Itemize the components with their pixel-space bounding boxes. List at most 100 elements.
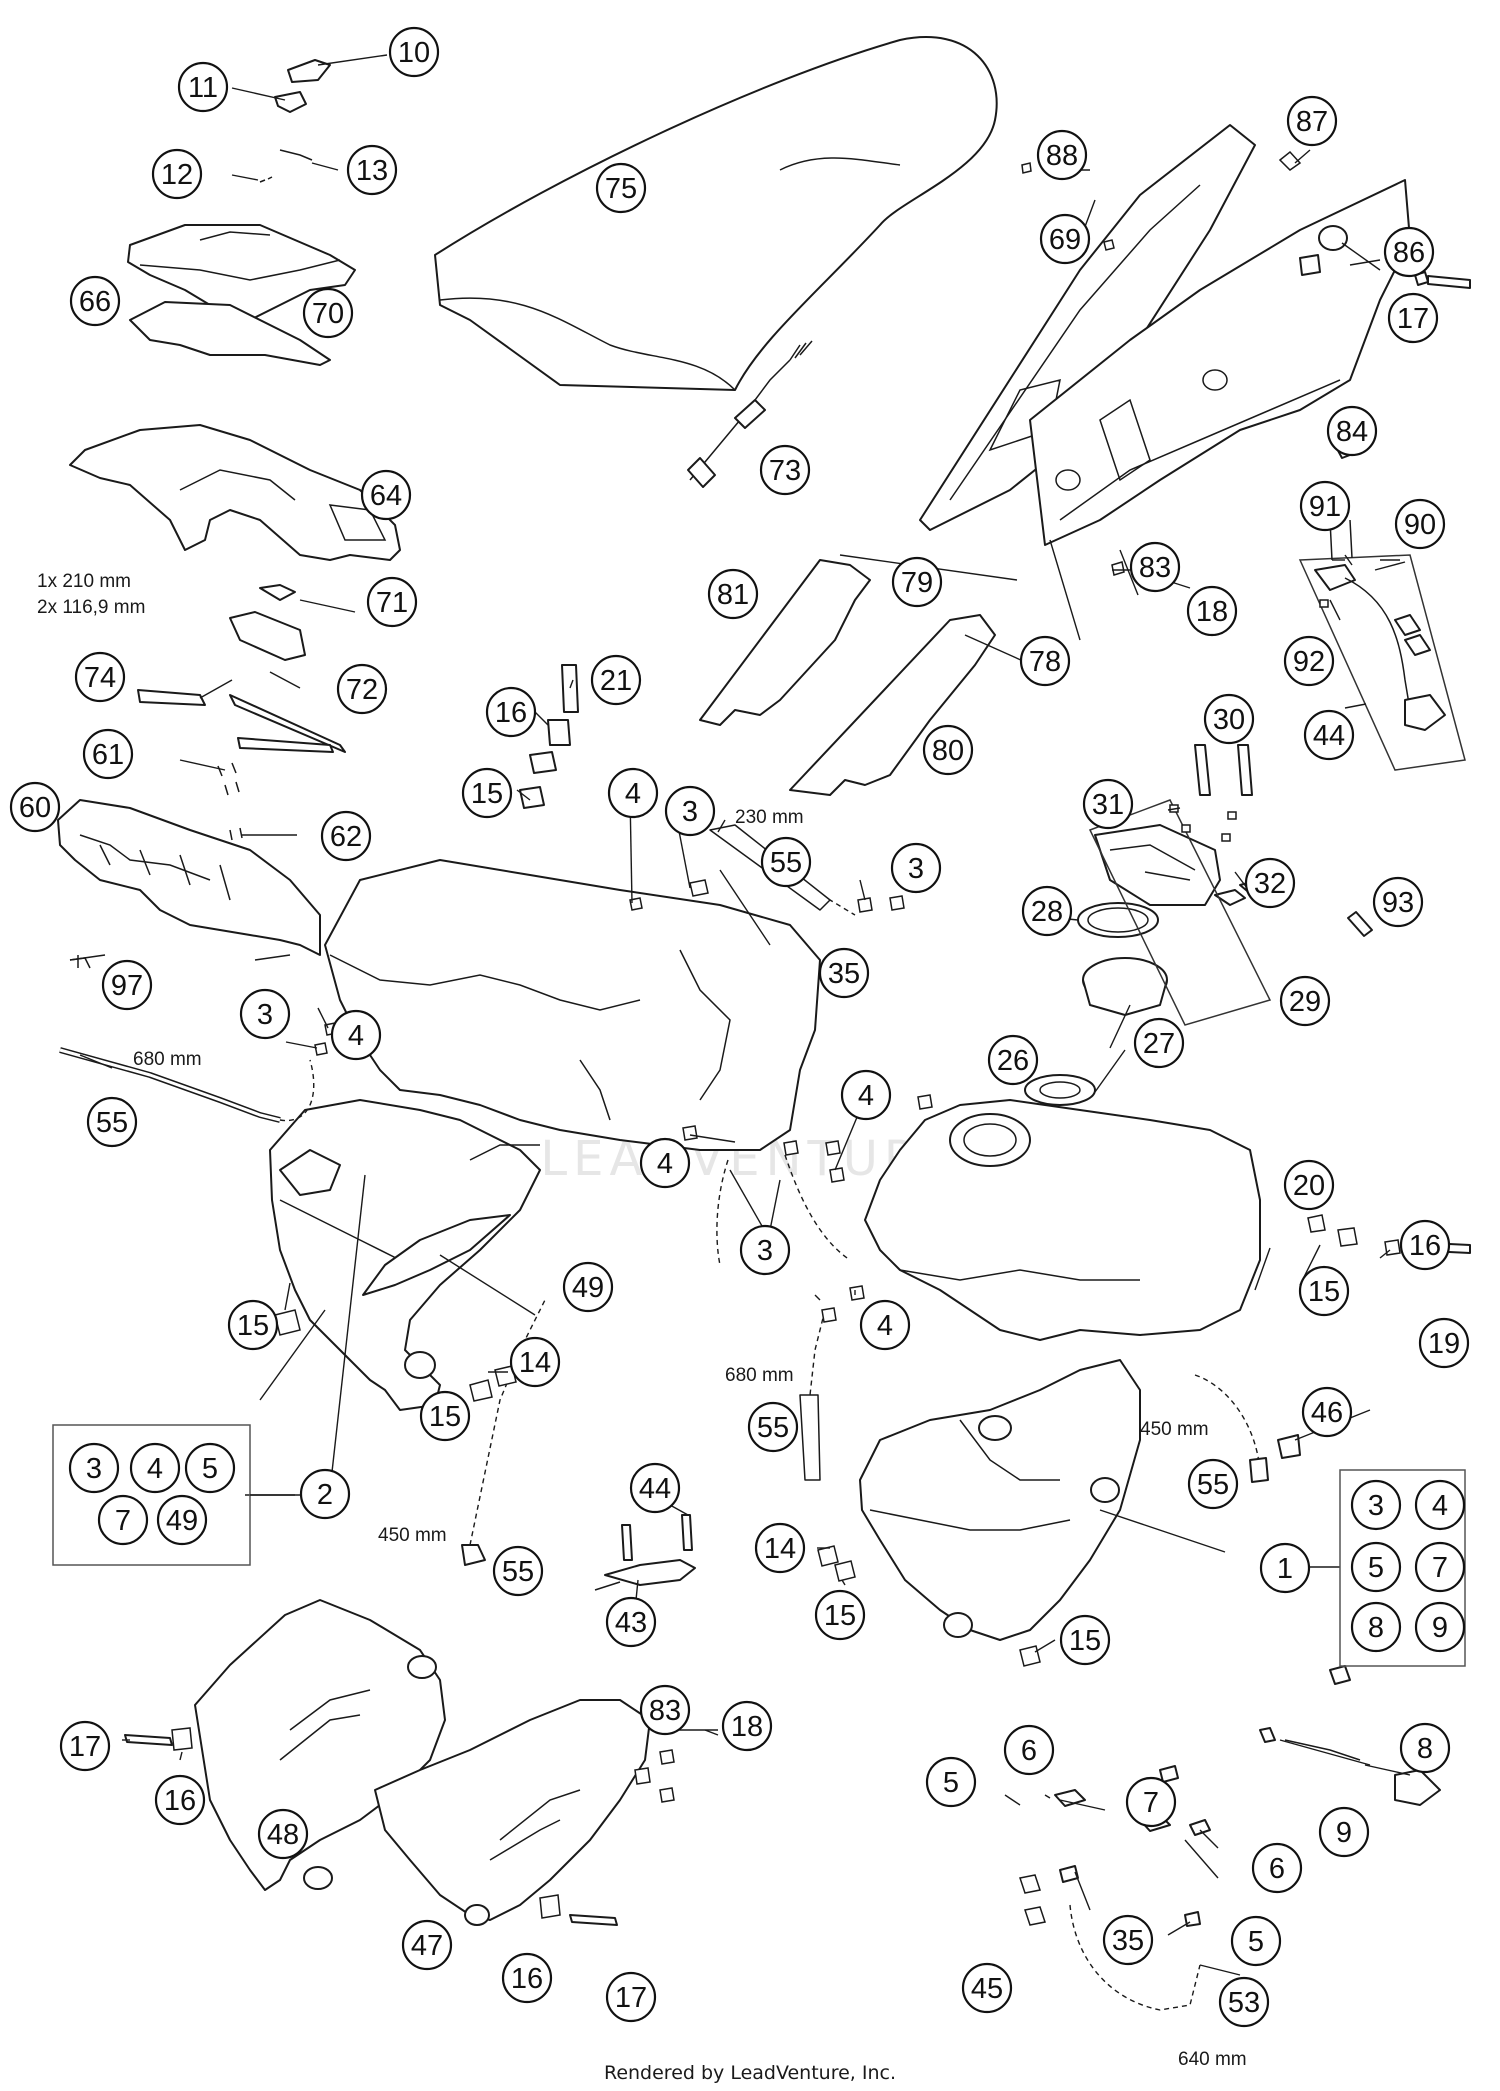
callout-part-80: 80	[922, 724, 974, 776]
callout-circle	[639, 1137, 691, 1189]
callout-number: 43	[615, 1607, 647, 1639]
callout-number: 7	[1432, 1552, 1448, 1584]
callout-number: 55	[770, 847, 802, 879]
callout-number: 19	[1428, 1328, 1460, 1360]
callout-number: 49	[166, 1505, 198, 1537]
callout-circle	[1301, 1386, 1353, 1438]
callout-part-15: 15	[1059, 1614, 1111, 1666]
callout-number: 3	[1368, 1490, 1384, 1522]
callout-circle	[1350, 1479, 1402, 1531]
callout-number: 4	[877, 1310, 893, 1342]
callout-number: 17	[69, 1731, 101, 1763]
callout-circle	[1003, 1724, 1055, 1776]
fuel-tank-right-outline	[859, 1099, 1261, 1641]
callout-part-12: 12	[151, 148, 203, 200]
fuel-tank-left-outline	[269, 859, 821, 1411]
callout-number: 2	[317, 1479, 333, 1511]
callout-number: 97	[111, 970, 143, 1002]
callout-circle	[1399, 1219, 1451, 1271]
cut-length-label-2: 2x 116,9 mm	[37, 597, 145, 618]
callout-part-48: 48	[257, 1808, 309, 1860]
callout-part-7: 7	[1125, 1776, 1177, 1828]
callout-part-3: 3	[239, 988, 291, 1040]
callout-circle	[184, 1442, 236, 1494]
callout-number: 45	[971, 1973, 1003, 2005]
callout-number: 16	[164, 1785, 196, 1817]
callout-circle	[707, 568, 759, 620]
callout-part-3: 3	[68, 1442, 120, 1494]
callout-number: 69	[1049, 224, 1081, 256]
callout-circle	[890, 842, 942, 894]
callout-number: 44	[639, 1473, 671, 1505]
callout-number: 49	[572, 1272, 604, 1304]
callout-circle	[1418, 1317, 1470, 1369]
callout-part-14: 14	[754, 1522, 806, 1574]
hose-length-450-left: 450 mm	[378, 1525, 447, 1546]
callout-number: 46	[1311, 1397, 1343, 1429]
callout-number: 4	[657, 1148, 673, 1180]
callout-part-30: 30	[1203, 693, 1255, 745]
callout-number: 87	[1296, 106, 1328, 138]
callout-number: 83	[649, 1695, 681, 1727]
callout-number: 5	[1248, 1926, 1264, 1958]
callout-circle	[1082, 778, 1134, 830]
callout-circle	[366, 576, 418, 628]
callout-number: 53	[1228, 1987, 1260, 2019]
callout-circle	[1279, 975, 1331, 1027]
callout-number: 10	[398, 37, 430, 69]
hose-length-450-right: 450 mm	[1140, 1419, 1209, 1440]
callout-number: 8	[1368, 1612, 1384, 1644]
callout-number: 92	[1293, 646, 1325, 678]
callout-part-64: 64	[360, 469, 412, 521]
callout-number: 4	[1432, 1490, 1448, 1522]
callout-circle	[1244, 857, 1296, 909]
callout-circle	[1298, 1265, 1350, 1317]
hose-length-680-left: 680 mm	[133, 1049, 202, 1070]
callout-number: 14	[764, 1533, 796, 1565]
callout-part-5: 5	[1350, 1541, 1402, 1593]
callout-circle	[156, 1494, 208, 1546]
callout-part-79: 79	[891, 556, 943, 608]
callout-part-7: 7	[97, 1494, 149, 1546]
callout-part-70: 70	[302, 287, 354, 339]
callout-circle	[1251, 1842, 1303, 1894]
callout-circle	[151, 148, 203, 200]
callout-part-4: 4	[129, 1442, 181, 1494]
callout-part-53: 53	[1218, 1976, 1270, 2028]
callout-number: 26	[997, 1045, 1029, 1077]
callout-circle	[607, 767, 659, 819]
callout-circle	[754, 1522, 806, 1574]
callout-part-7: 7	[1414, 1541, 1466, 1593]
callout-part-17: 17	[1387, 292, 1439, 344]
callout-circle	[129, 1442, 181, 1494]
fuel-sensor-outline	[594, 1514, 696, 1591]
callout-part-13: 13	[346, 144, 398, 196]
callout-part-55: 55	[86, 1096, 138, 1148]
callout-number: 35	[828, 958, 860, 990]
callout-circle	[299, 1468, 351, 1520]
callout-circle	[1039, 213, 1091, 265]
callout-circle	[68, 1442, 120, 1494]
callout-circle	[759, 444, 811, 496]
callout-circle	[925, 1756, 977, 1808]
callout-number: 20	[1293, 1170, 1325, 1202]
callout-part-1: 1	[1259, 1542, 1311, 1594]
callout-circle	[1036, 129, 1088, 181]
filler-cap-bracket-box	[1088, 799, 1272, 1026]
callout-number: 27	[1143, 1028, 1175, 1060]
callout-part-44: 44	[629, 1462, 681, 1514]
callout-part-83: 83	[1129, 541, 1181, 593]
callout-part-86: 86	[1383, 226, 1435, 278]
callout-part-6: 6	[1251, 1842, 1303, 1894]
callout-number: 17	[1397, 303, 1429, 335]
callout-circle	[1259, 1542, 1311, 1594]
callout-circle	[922, 724, 974, 776]
callout-circle	[1133, 1017, 1185, 1069]
callout-part-16: 16	[501, 1952, 553, 2004]
callout-number: 55	[757, 1412, 789, 1444]
callout-part-5: 5	[925, 1756, 977, 1808]
callout-part-55: 55	[747, 1401, 799, 1453]
hose-length-230: 230 mm	[735, 807, 804, 828]
callout-part-20: 20	[1283, 1159, 1335, 1211]
callout-number: 79	[901, 567, 933, 599]
